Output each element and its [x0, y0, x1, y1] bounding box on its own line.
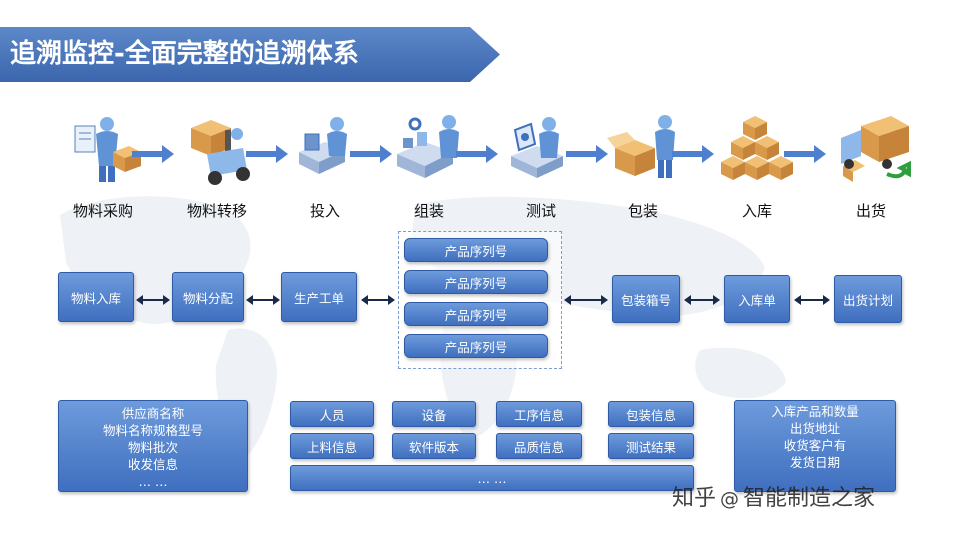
link-arrow-4 — [564, 295, 608, 305]
step-label-assembly: 组装 — [413, 202, 444, 220]
supplier-info-line: 物料批次 — [127, 440, 178, 455]
delivery-truck-icon — [841, 116, 911, 182]
process-step-transfer: 物料转移 — [172, 108, 262, 221]
step-label-input: 投入 — [309, 202, 340, 220]
info-software-version: 软件版本 — [392, 433, 476, 459]
testing-worker-icon — [511, 117, 563, 178]
record-work-order: 生产工单 — [281, 272, 357, 322]
record-pack-box: 包装箱号 — [612, 275, 680, 323]
step-label-shipping: 出货 — [855, 202, 886, 220]
watermark: 知乎@智能制造之家 — [672, 480, 875, 512]
title-banner — [0, 27, 500, 82]
record-material-in: 物料入库 — [58, 272, 134, 322]
flow-arrow-5 — [566, 145, 608, 163]
info-feeding: 上料信息 — [290, 433, 374, 459]
flow-arrow-4 — [456, 145, 498, 163]
supplier-info-line: 物料名称规格型号 — [102, 423, 203, 438]
link-arrow-5 — [684, 295, 720, 305]
watermark-author: 智能制造之家 — [743, 486, 876, 511]
flow-arrow-2 — [246, 145, 288, 163]
shipping-info-line: 发货日期 — [789, 455, 840, 470]
link-arrow-2 — [246, 295, 280, 305]
process-step-input: 投入 — [280, 108, 370, 221]
shipping-info-line: 入库产品和数量 — [771, 404, 859, 419]
shipping-info-line: 收货客户有 — [783, 438, 847, 453]
process-step-packaging: 包装 — [598, 108, 688, 221]
step-label-test: 测试 — [525, 202, 556, 220]
packaging-worker-icon — [607, 115, 675, 178]
assembly-worker-icon — [397, 115, 459, 178]
shipping-info-line: 出货地址 — [789, 421, 840, 436]
info-equipment: 设备 — [392, 401, 476, 427]
step-label-transfer: 物料转移 — [186, 202, 247, 220]
step-label-purchase: 物料采购 — [72, 202, 133, 220]
supplier-info-line: 供应商名称 — [121, 406, 185, 421]
record-material-alloc: 物料分配 — [172, 272, 244, 322]
shipping-info-block: 入库产品和数量 出货地址 收货客户有 发货日期 — [734, 400, 896, 492]
info-more: … … — [290, 465, 694, 491]
supplier-info-block: 供应商名称 物料名称规格型号 物料批次 收发信息 … … — [58, 400, 248, 492]
info-quality: 品质信息 — [496, 433, 582, 459]
process-step-assembly: 组装 — [384, 108, 474, 221]
watermark-zhihu: 知乎 — [672, 486, 717, 511]
flow-arrow-1 — [132, 145, 174, 163]
flow-arrow-7 — [784, 145, 826, 163]
info-packaging: 包装信息 — [608, 401, 694, 427]
flow-arrow-3 — [350, 145, 392, 163]
serial-number-box: 产品序列号 — [404, 334, 548, 358]
record-ship-plan: 出货计划 — [834, 275, 902, 323]
watermark-at: @ — [720, 488, 740, 510]
input-worker-icon — [299, 117, 347, 174]
link-arrow-3 — [361, 295, 395, 305]
material-purchase-icon — [74, 117, 141, 182]
serial-number-box: 产品序列号 — [404, 238, 548, 262]
step-label-warehouse: 入库 — [741, 202, 772, 220]
stacked-boxes-icon — [721, 116, 793, 180]
supplier-info-line: 收发信息 — [127, 457, 178, 472]
step-label-packaging: 包装 — [627, 202, 658, 220]
page-title: 追溯监控-全面完整的追溯体系 — [10, 39, 359, 69]
forklift-transfer-icon — [191, 120, 250, 185]
link-arrow-6 — [794, 295, 830, 305]
record-stock-in: 入库单 — [724, 275, 790, 323]
supplier-info-line: … … — [138, 474, 168, 489]
link-arrow-1 — [136, 295, 170, 305]
process-step-warehouse: 入库 — [712, 108, 802, 221]
serial-number-box: 产品序列号 — [404, 270, 548, 294]
flow-arrow-6 — [672, 145, 714, 163]
info-process: 工序信息 — [496, 401, 582, 427]
serial-number-box: 产品序列号 — [404, 302, 548, 326]
info-test-result: 测试结果 — [608, 433, 694, 459]
process-step-shipping: 出货 — [826, 108, 916, 221]
info-personnel: 人员 — [290, 401, 374, 427]
process-step-purchase: 物料采购 — [58, 108, 148, 221]
process-step-test: 测试 — [496, 108, 586, 221]
